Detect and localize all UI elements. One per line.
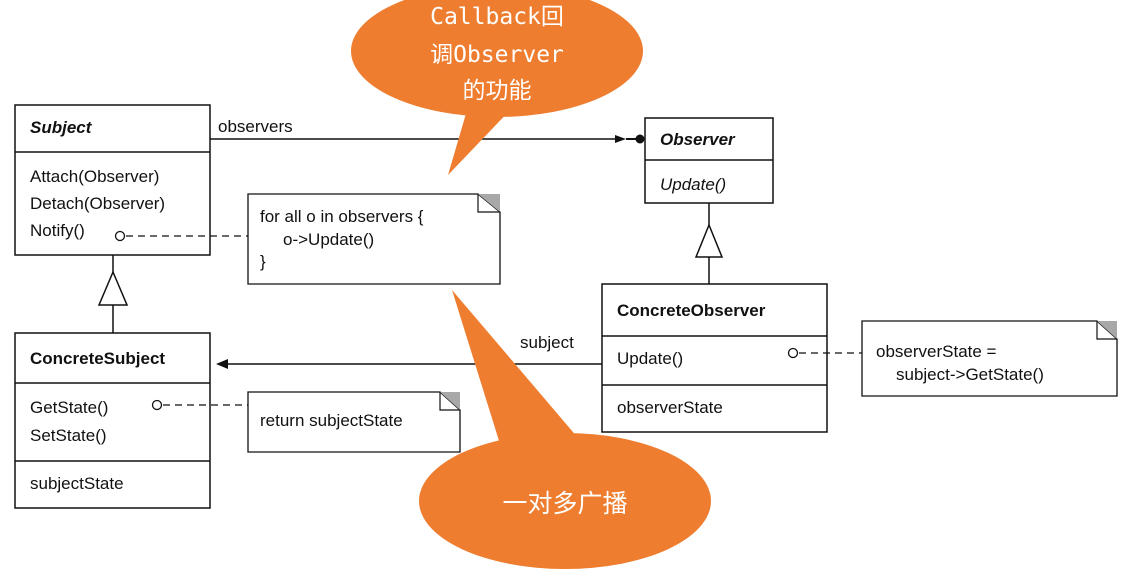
association-observers: observers	[210, 117, 645, 144]
note-get-state-link	[151, 399, 248, 411]
note-get-state-corner	[440, 392, 460, 410]
class-concrete-subject-name: ConcreteSubject	[30, 349, 165, 368]
class-concrete-observer-name: ConcreteObserver	[617, 301, 766, 320]
class-concrete-subject-box	[14, 332, 211, 509]
note-get-state-box	[247, 391, 461, 453]
callout-bottom: 一对多广播	[419, 290, 711, 569]
note-notify-link	[114, 230, 248, 242]
class-subject-name: Subject	[30, 118, 93, 137]
note-update-line-1: observerState =	[876, 342, 997, 361]
subject-op-attach: Attach(Observer)	[30, 167, 159, 186]
association-observers-arrowhead	[615, 135, 626, 143]
note-notify-line-2: o->Update()	[283, 230, 374, 249]
association-subject-label: subject	[520, 333, 574, 352]
note-get-state-fold	[439, 392, 460, 411]
class-concrete-subject: ConcreteSubject GetState() SetState() su…	[14, 332, 211, 509]
concrete-observer-op-update: Update()	[617, 349, 683, 368]
note-update-fold	[1096, 321, 1117, 340]
callout-top-line-3: 的功能	[463, 78, 532, 104]
note-notify-line-3: }	[260, 252, 266, 271]
callout-bottom-tail	[452, 290, 590, 460]
concrete-subject-op-setstate: SetState()	[30, 426, 107, 445]
concrete-subject-op-getstate: GetState()	[30, 398, 108, 417]
generalization-subject-triangle	[97, 270, 129, 306]
association-subject: subject	[216, 333, 602, 369]
generalization-observer-triangle	[694, 223, 724, 258]
class-subject: Subject Attach(Observer) Detach(Observer…	[14, 104, 211, 256]
concrete-subject-attr-subjectstate: subjectState	[30, 474, 124, 493]
callout-bottom-line-1: 一对多广播	[502, 489, 627, 518]
generalization-observer	[694, 203, 724, 284]
callout-top: Callback回 调Observer 的功能	[351, 0, 643, 175]
observer-op-update: Update()	[660, 175, 726, 194]
note-update-line-2: subject->GetState()	[896, 365, 1044, 384]
callout-top-bubble	[351, 0, 643, 117]
note-notify: for all o in observers { o->Update() }	[247, 193, 501, 285]
concrete-observer-attr-observerstate: observerState	[617, 398, 723, 417]
note-update: observerState = subject->GetState()	[861, 320, 1118, 397]
callout-top-tail	[448, 100, 515, 175]
class-concrete-observer-box	[601, 283, 828, 433]
association-subject-arrowhead	[216, 359, 228, 369]
note-update-corner	[1097, 321, 1117, 339]
association-observers-multiplicity-dot	[635, 134, 645, 144]
note-notify-corner	[478, 194, 500, 212]
callout-bottom-bubble	[419, 433, 711, 569]
note-notify-box	[247, 193, 501, 285]
generalization-subject	[97, 255, 129, 333]
class-subject-box	[14, 104, 211, 256]
subject-op-detach: Detach(Observer)	[30, 194, 165, 213]
note-get-state: return subjectState	[247, 391, 461, 453]
note-get-state-line-1: return subjectState	[260, 411, 403, 430]
note-update-link	[787, 347, 862, 359]
note-update-anchor	[787, 347, 799, 359]
association-observers-label: observers	[218, 117, 293, 136]
class-observer: Observer Update()	[644, 117, 774, 204]
class-observer-name: Observer	[660, 130, 736, 149]
subject-op-notify: Notify()	[30, 221, 85, 240]
note-notify-anchor	[114, 230, 126, 242]
note-notify-line-1: for all o in observers {	[260, 207, 424, 226]
note-notify-fold	[477, 194, 500, 213]
callout-top-line-2: 调Observer	[430, 42, 564, 68]
callout-top-line-1: Callback回	[430, 4, 564, 30]
class-concrete-observer: ConcreteObserver Update() observerState	[601, 283, 828, 433]
note-update-box	[861, 320, 1118, 397]
note-get-state-anchor	[151, 399, 163, 411]
